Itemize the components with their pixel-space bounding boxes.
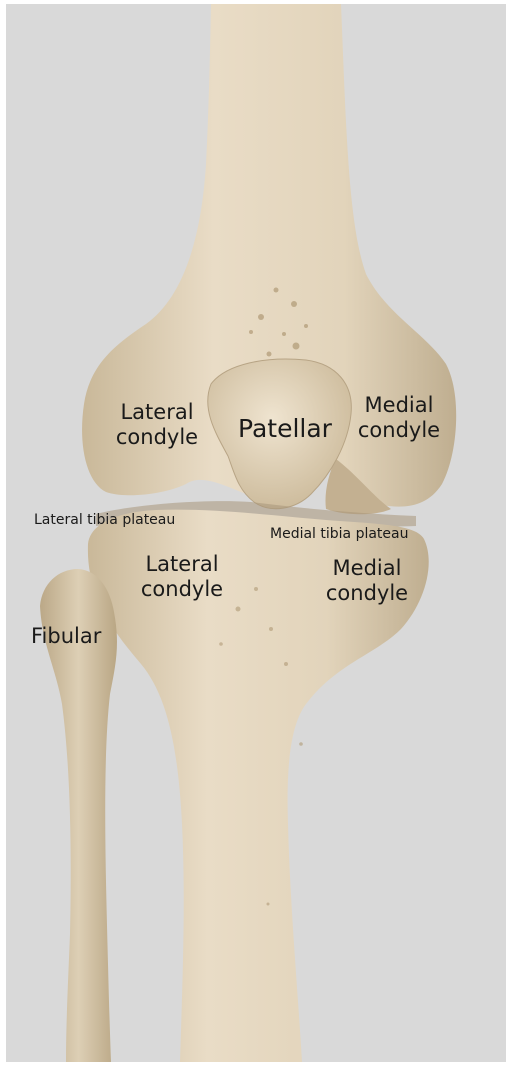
label-patellar: Patellar bbox=[238, 414, 332, 444]
knee-bones-illustration bbox=[6, 4, 506, 1062]
label-line: Lateral bbox=[134, 552, 230, 577]
knee-anatomy-figure: Lateral condyle Patellar Medial condyle … bbox=[6, 4, 506, 1062]
label-medial-tibia-plateau: Medial tibia plateau bbox=[270, 526, 408, 543]
label-line: condyle bbox=[134, 577, 230, 602]
label-line: condyle bbox=[112, 425, 202, 450]
label-line: Medial bbox=[315, 556, 419, 581]
label-lateral-tibia-plateau: Lateral tibia plateau bbox=[34, 512, 175, 529]
label-medial-femoral-condyle: Medial condyle bbox=[347, 393, 451, 443]
label-line: Medial bbox=[347, 393, 451, 418]
label-lateral-tibial-condyle: Lateral condyle bbox=[134, 552, 230, 602]
label-line: Lateral bbox=[112, 400, 202, 425]
label-line: condyle bbox=[315, 581, 419, 606]
label-lateral-femoral-condyle: Lateral condyle bbox=[112, 400, 202, 450]
label-medial-tibial-condyle: Medial condyle bbox=[315, 556, 419, 606]
label-fibular: Fibular bbox=[31, 624, 101, 649]
label-line: condyle bbox=[347, 418, 451, 443]
